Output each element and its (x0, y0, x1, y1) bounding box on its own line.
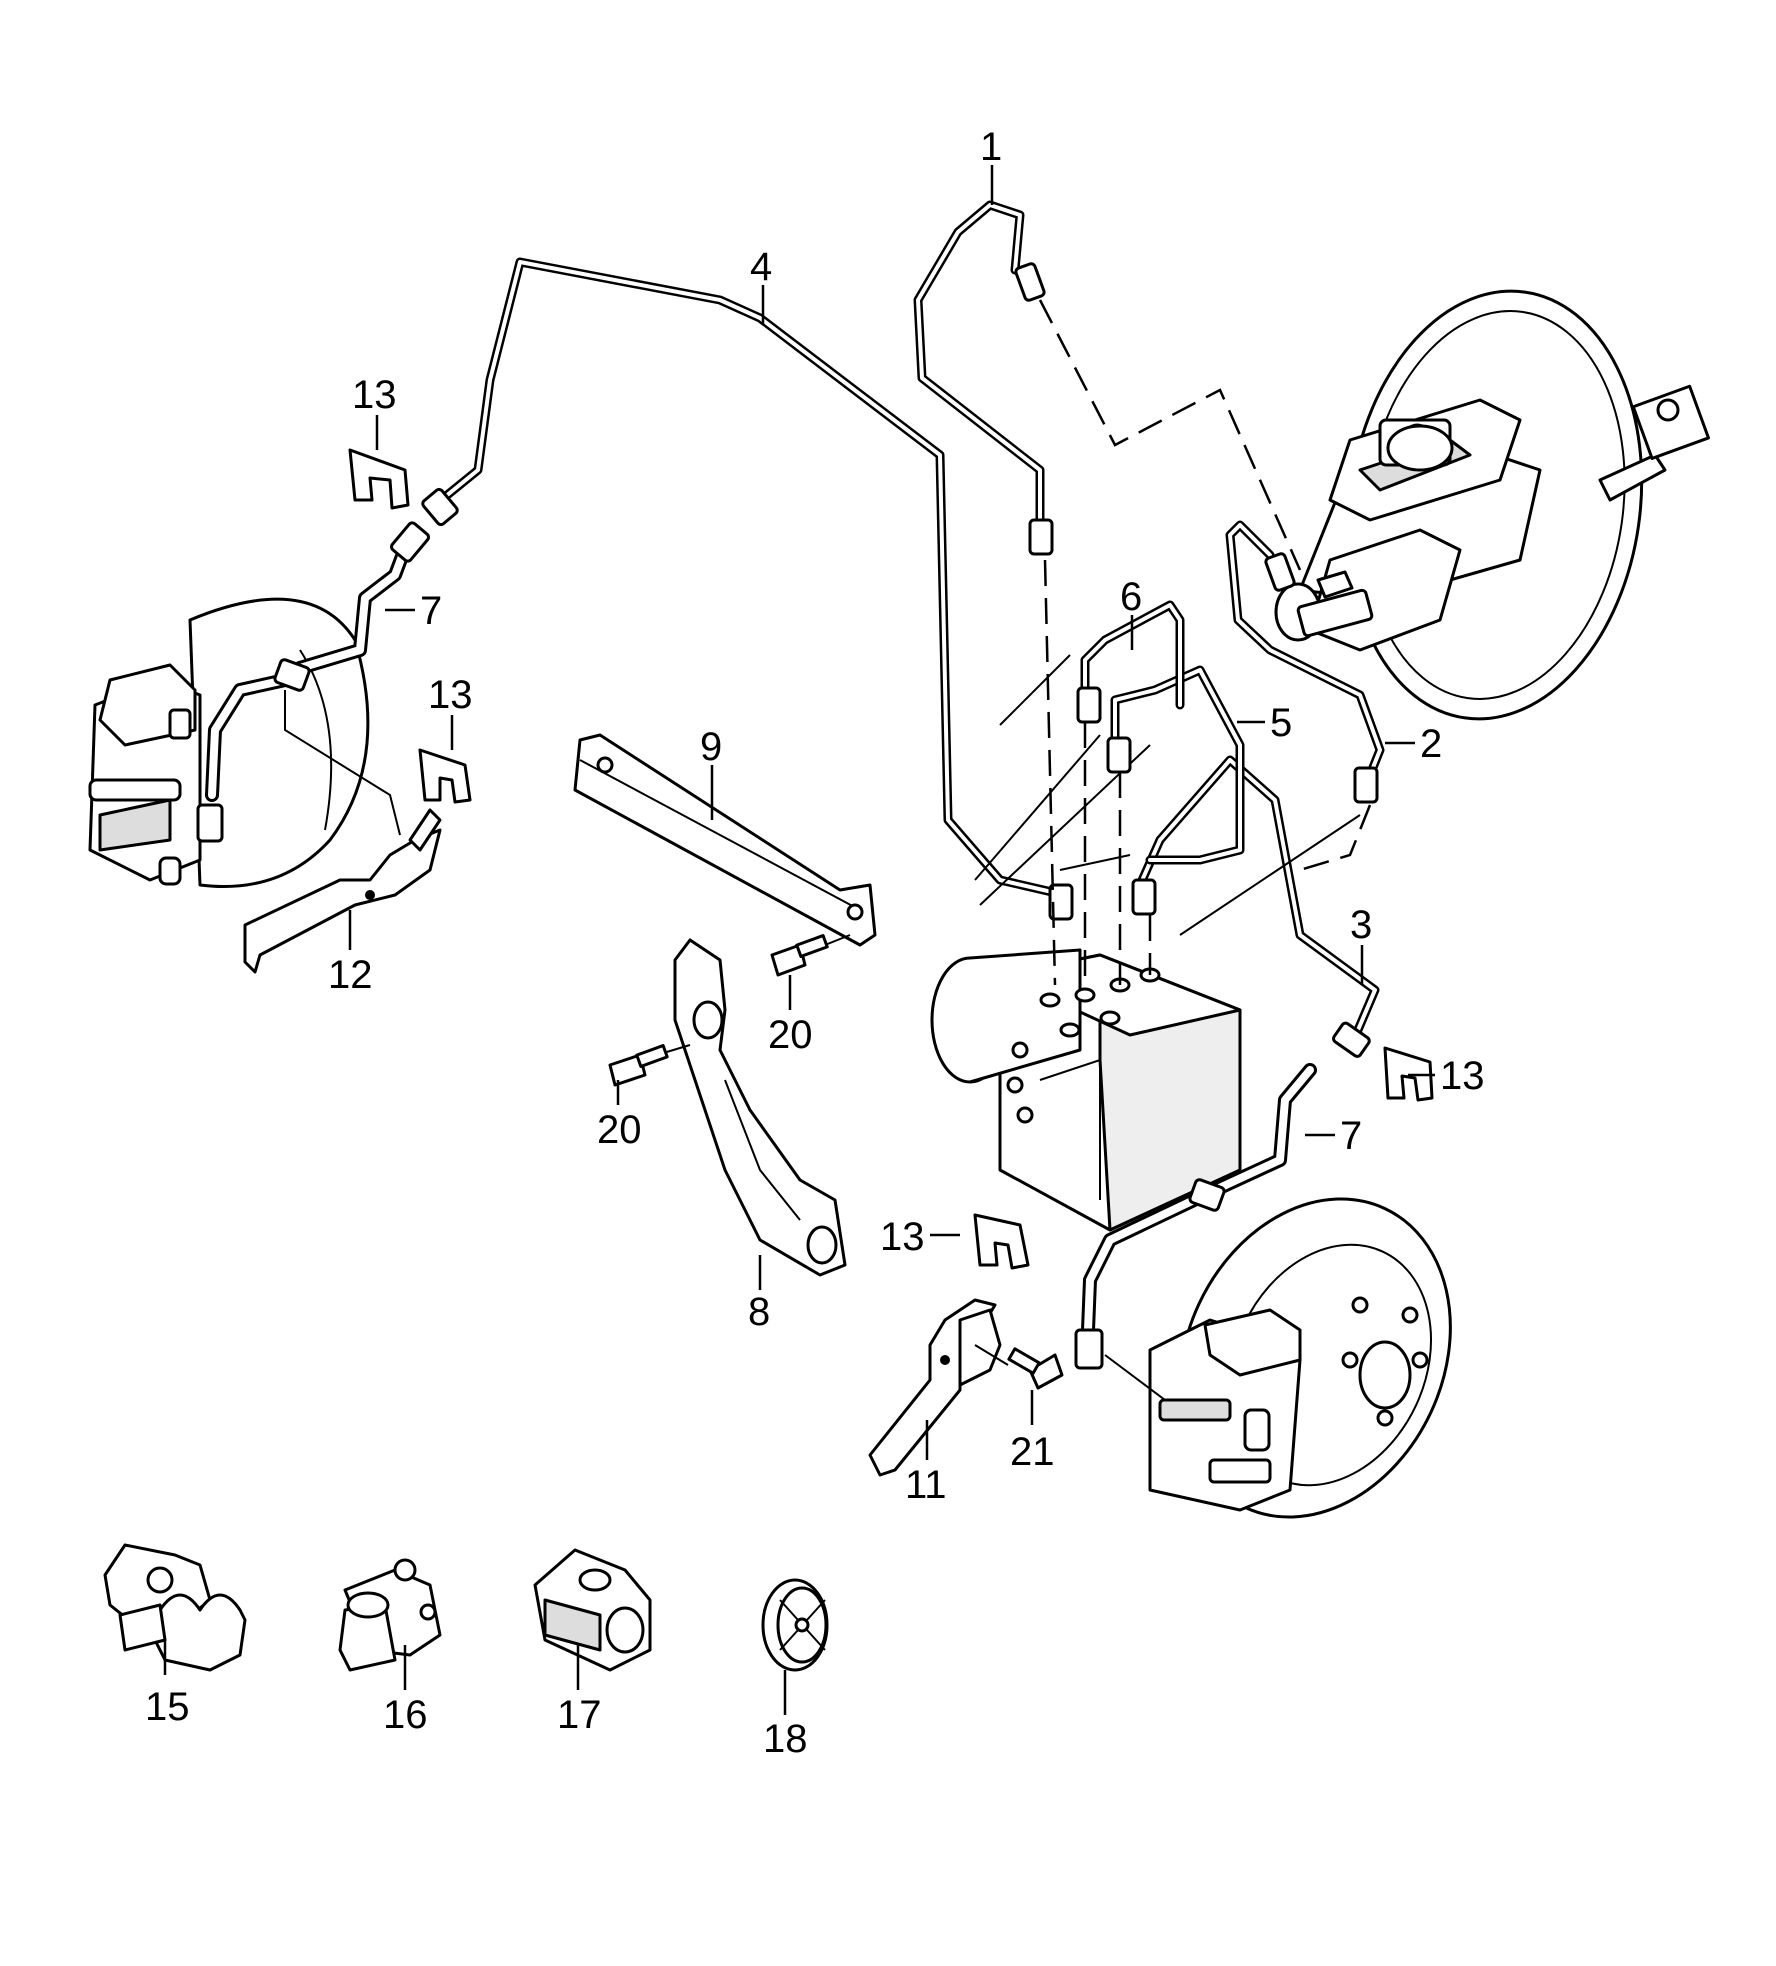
callout-13-c: 13 (1440, 1054, 1485, 1098)
brake-booster-master-cylinder (1274, 289, 1710, 721)
bolt-20-lower (608, 1044, 691, 1087)
callout-13-d: 13 (880, 1215, 925, 1259)
callout-13-b: 13 (428, 673, 473, 717)
retaining-clip-13a (348, 448, 410, 510)
callout-7-front: 7 (420, 589, 442, 633)
abs-hydraulic-unit (930, 948, 1242, 1232)
bolt-20-upper (770, 934, 851, 977)
callout-6: 6 (1120, 575, 1142, 619)
pipe-holder-15 (103, 1543, 247, 1672)
pipe-holder-16 (338, 1558, 442, 1672)
callout-17: 17 (557, 1693, 602, 1737)
callout-11: 11 (905, 1463, 947, 1507)
front-left-brake-disc (188, 597, 370, 889)
bracket-12 (243, 808, 442, 974)
callout-9: 9 (700, 725, 722, 769)
bolt-21 (974, 1344, 1064, 1390)
brake-line-4 (430, 257, 1070, 900)
callout-13-a: 13 (352, 373, 397, 417)
rear-right-guide-line (1104, 1354, 1166, 1401)
callout-1: 1 (980, 125, 1002, 169)
connection-guides (1038, 299, 1372, 986)
callout-16: 16 (383, 1693, 428, 1737)
bracket-9 (573, 733, 877, 947)
callout-3: 3 (1350, 903, 1372, 947)
brake-hose-rear-right (1074, 1063, 1317, 1370)
callout-18: 18 (763, 1717, 808, 1761)
front-left-guide-line (284, 690, 401, 836)
callout-21: 21 (1010, 1430, 1055, 1474)
brake-line-3 (1135, 755, 1380, 1035)
bracket-8 (673, 938, 847, 1277)
callout-labels: 1 4 6 5 2 3 7 7 9 8 11 12 13 13 13 13 15… (145, 125, 1485, 1761)
callout-8: 8 (748, 1290, 770, 1334)
retaining-clip-13b (418, 748, 472, 804)
callout-2: 2 (1420, 722, 1442, 766)
callout-4: 4 (750, 245, 772, 289)
callout-12: 12 (328, 953, 373, 997)
pipe-holder-17 (533, 1548, 652, 1672)
brake-line-2 (1225, 520, 1385, 780)
pipe-unions (421, 262, 1379, 1058)
bracket-11 (868, 1298, 1002, 1477)
front-left-caliper (88, 663, 224, 886)
retaining-clip-13d (973, 1213, 1030, 1270)
callout-15: 15 (145, 1685, 190, 1729)
callout-7-rear: 7 (1340, 1114, 1362, 1158)
brake-line-6 (1080, 600, 1185, 710)
leader-lines (163, 165, 1435, 1715)
brake-line-1 (913, 200, 1045, 525)
callout-5: 5 (1270, 701, 1292, 745)
grommet-18 (761, 1578, 829, 1672)
callout-20-upper: 20 (768, 1013, 813, 1057)
brake-line-crossings (974, 654, 1361, 936)
rear-right-caliper (1148, 1308, 1302, 1512)
callout-20-lower: 20 (597, 1108, 642, 1152)
brake-hose-front-left (205, 521, 430, 802)
brake-line-5 (1110, 665, 1245, 865)
